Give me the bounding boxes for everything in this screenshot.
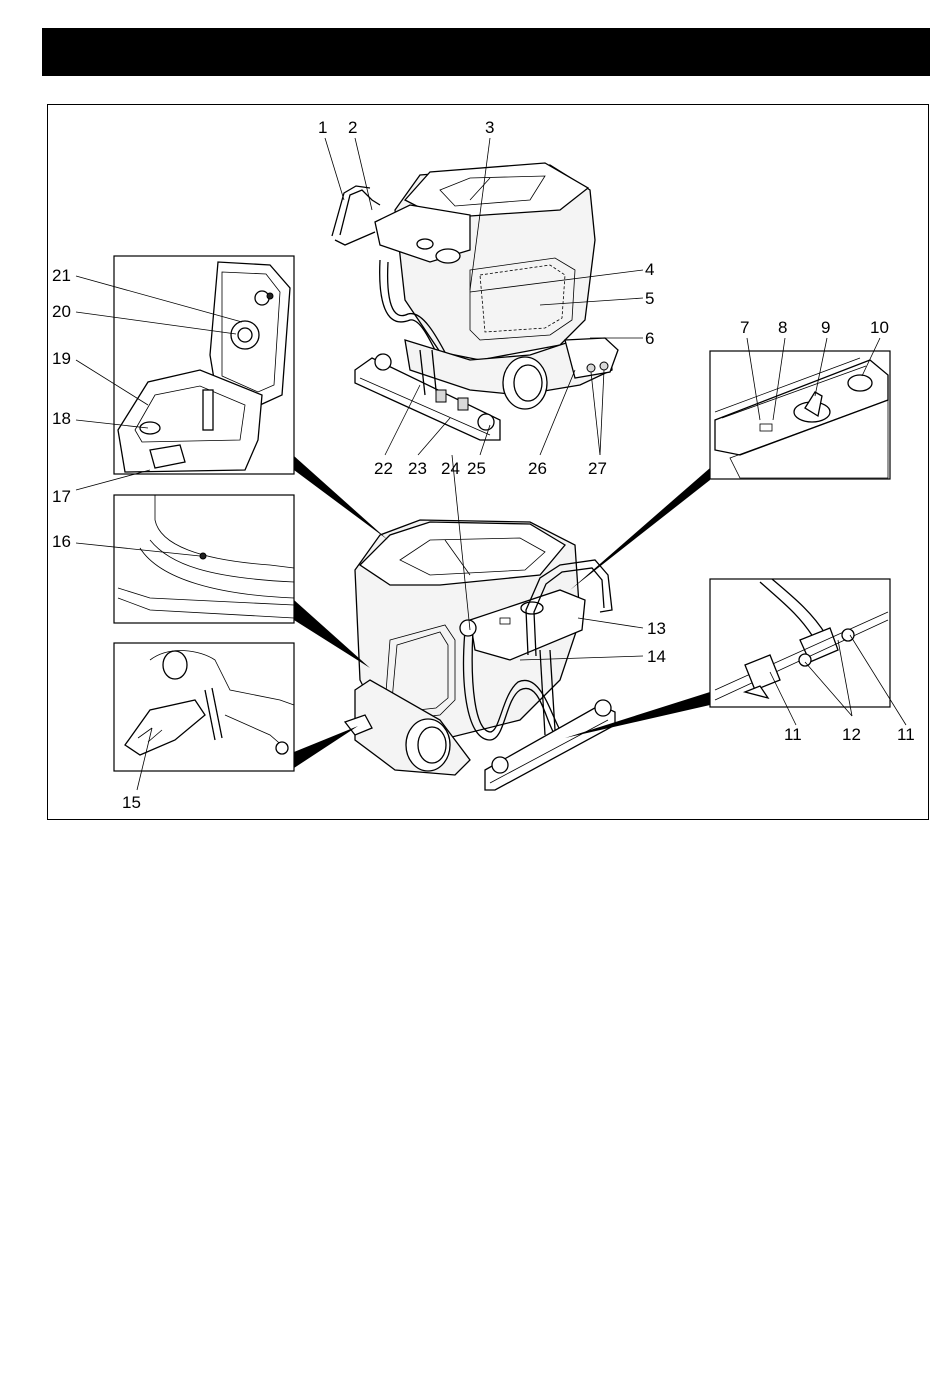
callout-1: 1 [318,118,327,137]
callout-27: 27 [588,459,607,478]
callout-16: 16 [52,532,71,551]
callout-19: 19 [52,349,71,368]
bottom-machine-illustration [345,520,615,790]
callout-8: 8 [778,318,787,337]
callout-11-left: 11 [784,725,802,744]
inset-squeegee-hose [710,579,890,707]
callout-24: 24 [441,459,460,478]
callout-18: 18 [52,409,71,428]
callout-10: 10 [870,318,889,337]
callout-21: 21 [52,266,71,285]
callout-22: 22 [374,459,393,478]
callout-5: 5 [645,289,654,308]
callout-26: 26 [528,459,547,478]
callout-3: 3 [485,118,494,137]
inset-control-panel [710,351,890,479]
callout-15: 15 [122,793,141,812]
callout-2: 2 [348,118,357,137]
inset-squeegee-pedal [114,643,294,771]
callout-14: 14 [647,647,666,666]
callout-7: 7 [740,318,749,337]
inset-tank-seam [114,495,294,623]
callout-13: 13 [647,619,666,638]
callout-17: 17 [52,487,71,506]
callout-25: 25 [467,459,486,478]
top-machine-illustration [332,163,618,440]
callout-9: 9 [821,318,830,337]
callout-12: 12 [842,725,861,744]
callout-20: 20 [52,302,71,321]
callout-4: 4 [645,260,654,279]
callout-11-right: 11 [897,725,915,744]
inset-tank-open [114,256,294,474]
callout-6: 6 [645,329,654,348]
callout-23: 23 [408,459,427,478]
